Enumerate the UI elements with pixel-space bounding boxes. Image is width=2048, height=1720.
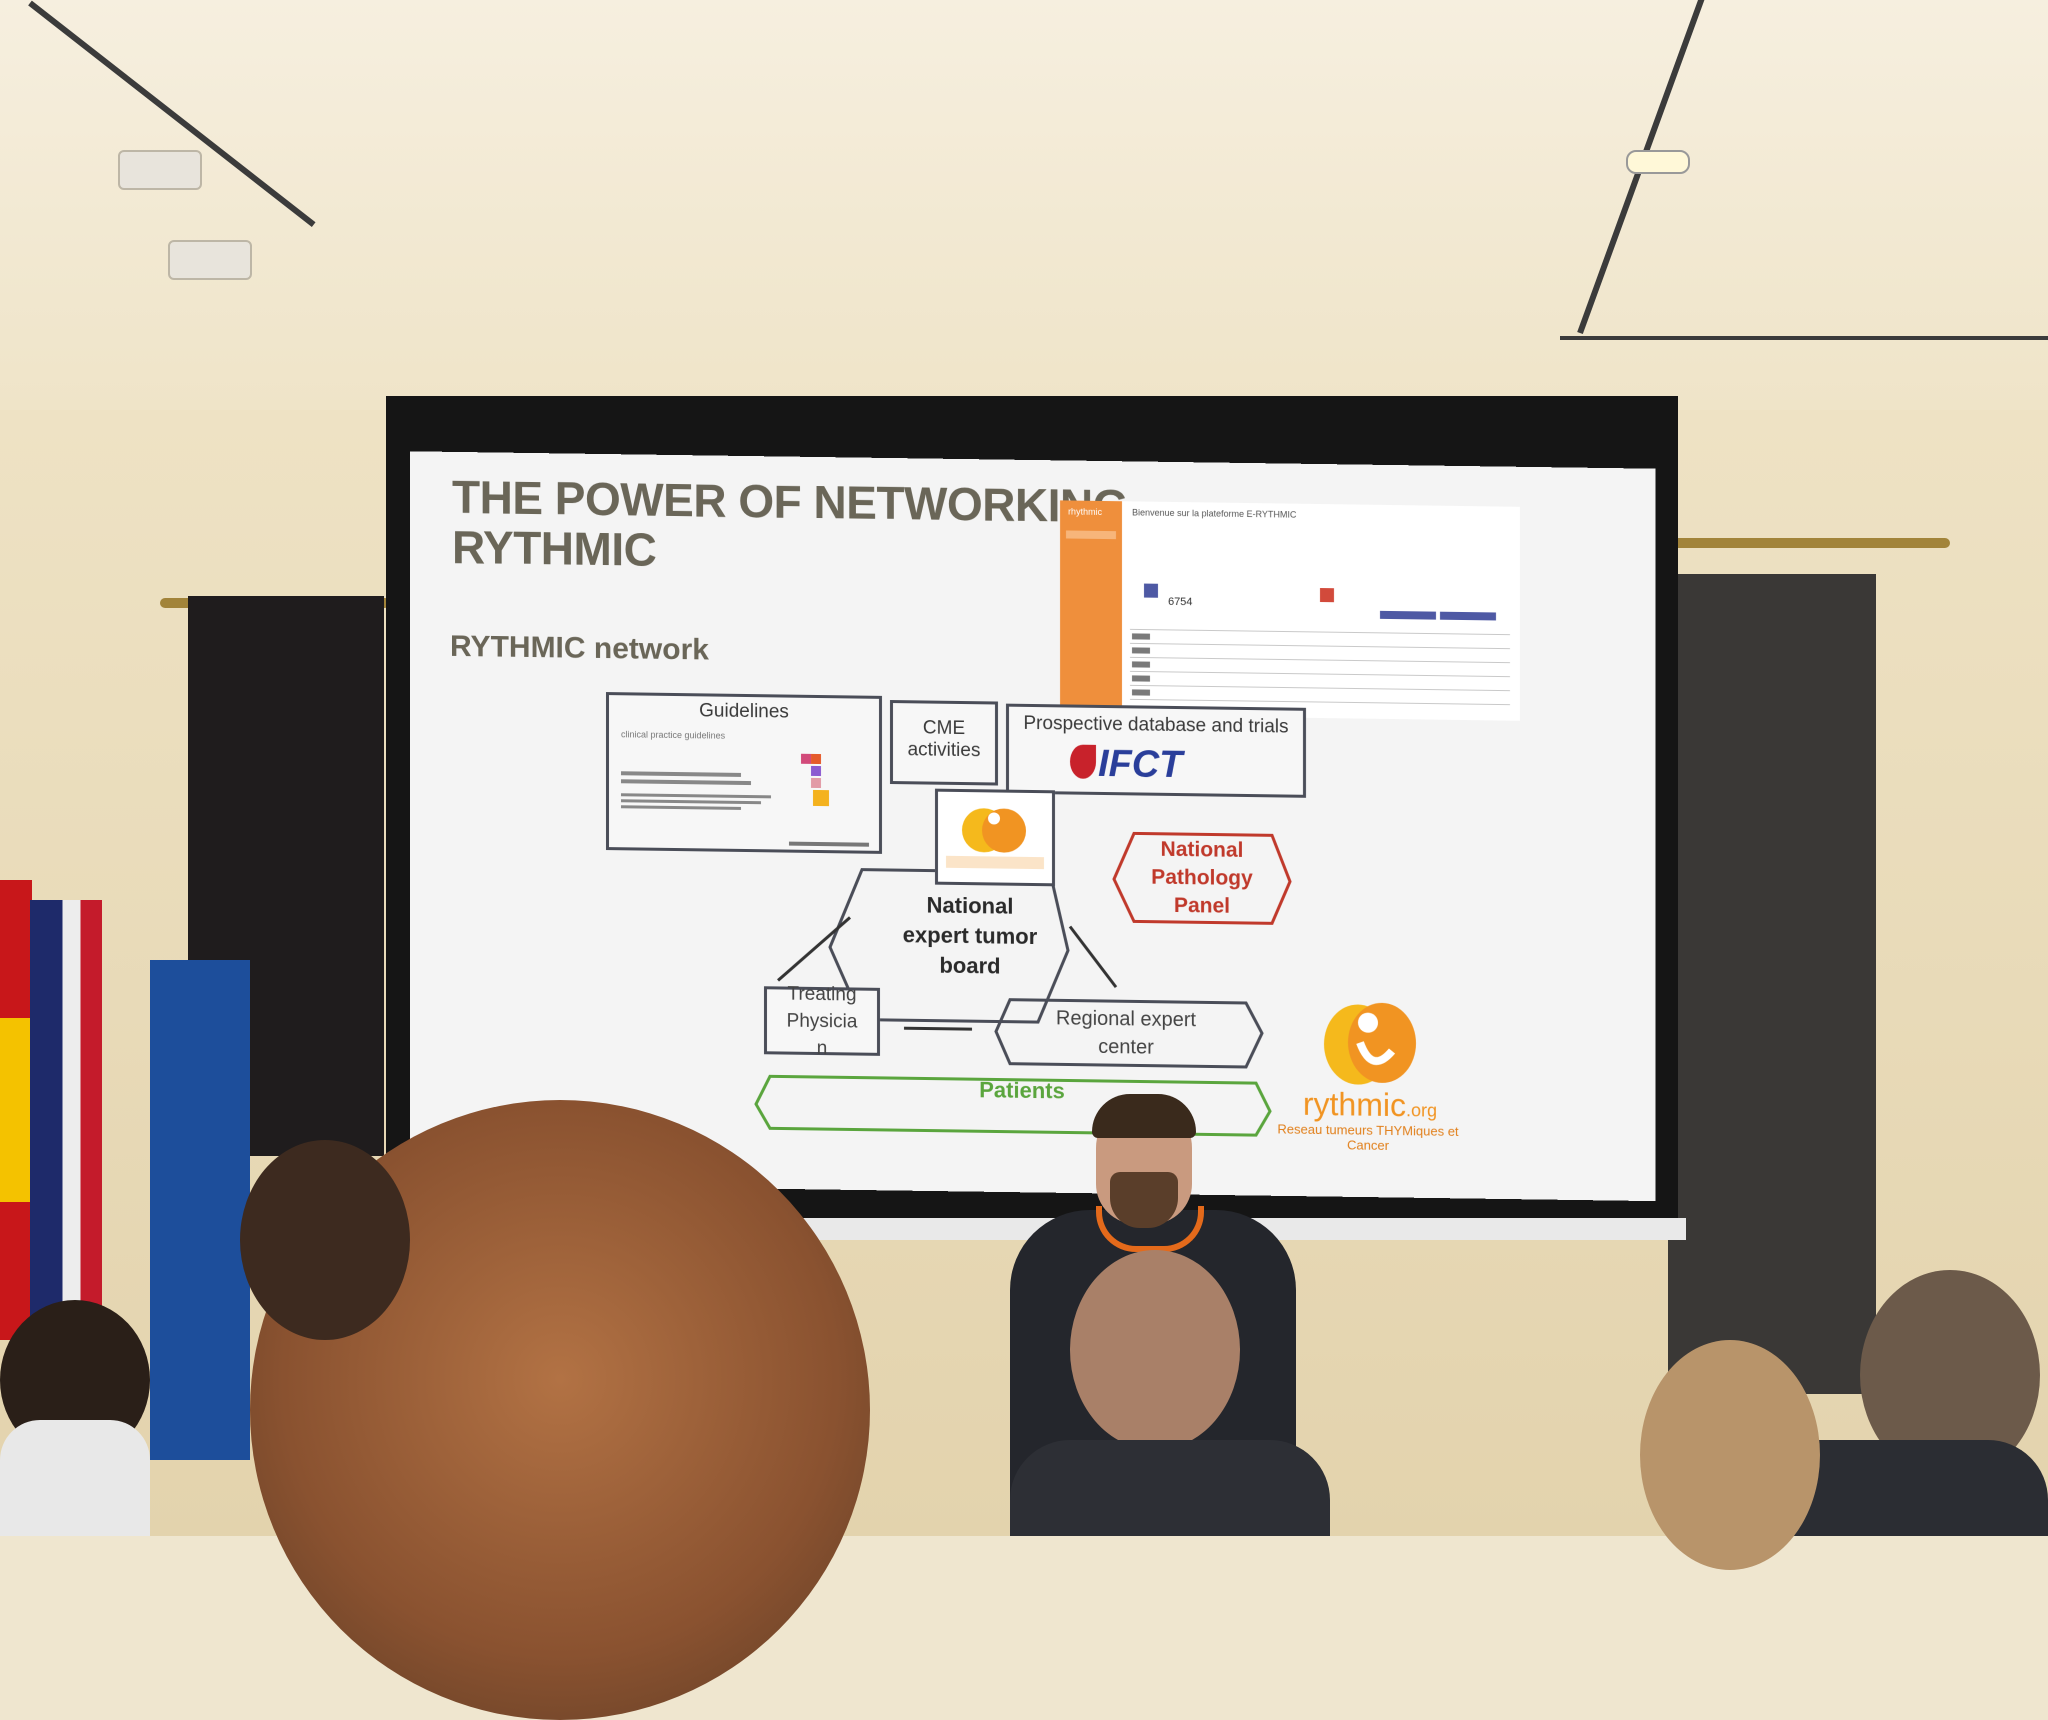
rythmic-logo-small (935, 788, 1055, 887)
guidelines-box: Guidelines clinical practice guidelines (606, 692, 882, 854)
rythmic-brand: rythmic.org (1270, 1085, 1470, 1125)
brand-suffix: .org (1406, 1100, 1438, 1121)
ceiling (0, 0, 2048, 410)
presentation-slide: THE POWER OF NETWORKING RYTHMIC RYTHMIC … (410, 451, 1655, 1201)
pathology-line2: Pathology (1151, 865, 1253, 891)
audience-head-back (240, 1140, 410, 1340)
tumor-board-line3: board (939, 952, 1001, 979)
curtain-rod-right (1660, 538, 1950, 548)
flag-spain (0, 880, 32, 1340)
regional-line2: center (1098, 1035, 1154, 1059)
pathology-line3: Panel (1173, 893, 1231, 918)
guidelines-document-graphic (621, 753, 869, 847)
audience-head-center (1070, 1250, 1240, 1450)
rythmic-logo-small-graphic (946, 808, 1044, 870)
curtain-right (1668, 574, 1876, 1394)
pathology-hexagon (1112, 831, 1292, 925)
app-screenshot-graphic (1060, 500, 1520, 721)
brand-tagline: Reseau tumeurs THYMiques et Cancer (1277, 1121, 1459, 1153)
regional-center-label: Regional expert center (1006, 1004, 1246, 1063)
arrow-board-regional (1068, 925, 1118, 989)
rythmic-logo-icon (1324, 1002, 1416, 1085)
arrow-treating-regional (904, 1026, 972, 1031)
tumor-board-line2: expert tumor (902, 922, 1038, 950)
treating-line2: Physicia (786, 1010, 858, 1033)
spotlight-left-2 (168, 240, 252, 280)
audience-shirt-left (0, 1420, 150, 1536)
regional-hexagon (994, 998, 1264, 1069)
arrow-treating-board (777, 916, 851, 982)
tumor-board-label: National expert tumor board (880, 890, 1060, 983)
audience-body-center (1010, 1440, 1330, 1536)
speaker-hair (1092, 1094, 1196, 1138)
flag-un (150, 960, 250, 1460)
ceiling-rail-right-edge (1560, 336, 2048, 340)
audience-head-blonde (1640, 1340, 1820, 1570)
spotlight-right (1626, 150, 1690, 174)
tumor-board-line1: National (926, 892, 1014, 919)
brand-name: rythmic (1302, 1085, 1407, 1124)
regional-line1: Regional expert (1055, 1007, 1197, 1032)
app-screenshot: rhythmic Bienvenue sur la plateforme E-R… (1060, 500, 1520, 721)
pathology-line1: National (1160, 837, 1244, 862)
pathology-panel-label: National Pathology Panel (1112, 835, 1292, 922)
flag-regional (30, 900, 102, 1320)
treating-line3: n (816, 1037, 828, 1060)
treating-line1: Treating (787, 983, 857, 1006)
spotlight-left-1 (118, 150, 202, 190)
patients-hexagon (754, 1074, 1272, 1137)
treating-physician-label: Treating Physicia n (764, 980, 880, 1063)
